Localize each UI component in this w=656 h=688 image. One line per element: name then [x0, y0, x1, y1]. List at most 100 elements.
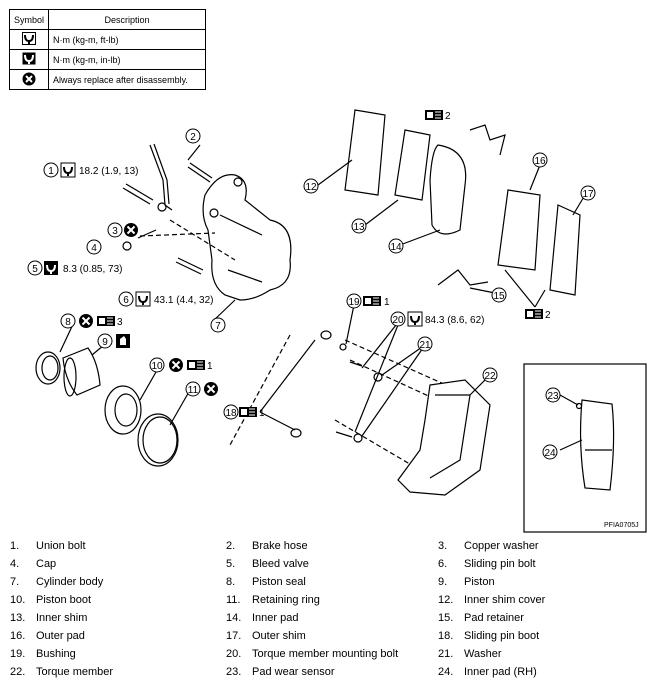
- legend-part-name: Bleed valve: [252, 558, 309, 570]
- legend-number: 5.: [226, 558, 236, 570]
- legend-number: 24.: [438, 666, 454, 678]
- callout-18: 18: [223, 404, 239, 420]
- legend-item: 10.Piston boot: [10, 594, 91, 606]
- legend-item: 6.Sliding pin bolt: [438, 558, 536, 570]
- legend-number: 1.: [10, 540, 20, 552]
- reference-code: PFIA0705J: [604, 522, 639, 529]
- svg-text:16: 16: [534, 156, 546, 167]
- inner-pad: [429, 144, 467, 235]
- legend-number: 17.: [226, 630, 242, 642]
- legend-number: 12.: [438, 594, 454, 606]
- grease-count-18: 1: [259, 408, 265, 419]
- legend-part-name: Inner shim cover: [464, 594, 546, 606]
- callout-8: 8: [60, 313, 76, 329]
- svg-text:12: 12: [305, 182, 317, 193]
- svg-text:22: 22: [484, 371, 496, 382]
- symbol-row: Always replace after disassembly.: [8, 69, 206, 90]
- legend-part-name: Sliding pin boot: [464, 630, 540, 642]
- svg-text:6: 6: [123, 295, 129, 306]
- svg-text:23: 23: [547, 391, 559, 402]
- callout-1: 1: [43, 162, 59, 178]
- legend-part-name: Outer shim: [252, 630, 306, 642]
- legend-number: 21.: [438, 648, 454, 660]
- legend-part-name: Inner pad (RH): [464, 666, 537, 678]
- callout-5: 5: [27, 260, 43, 276]
- legend-number: 4.: [10, 558, 20, 570]
- symbol-desc: Always replace after disassembly.: [48, 69, 206, 90]
- callout-21: 21: [417, 336, 433, 352]
- callout-4: 4: [86, 239, 102, 255]
- legend-item: 8.Piston seal: [226, 576, 306, 588]
- legend-number: 2.: [226, 540, 236, 552]
- legend-item: 19. Bushing: [10, 648, 76, 660]
- legend-number: 3.: [438, 540, 448, 552]
- callout-17: 17: [580, 185, 596, 201]
- callout-2: 2: [185, 128, 201, 144]
- legend-item: 1. Union bolt: [10, 540, 86, 552]
- legend-number: 14.: [226, 612, 242, 624]
- callout-14: 14: [388, 238, 404, 254]
- svg-text:7: 7: [215, 321, 221, 332]
- legend-part-name: Torque member mounting bolt: [252, 648, 399, 660]
- callout-11: 11: [185, 381, 201, 397]
- svg-text:10: 10: [151, 361, 163, 372]
- grease-count-15: 2: [445, 111, 451, 122]
- legend-part-name: Piston: [464, 576, 495, 588]
- callout-15: 15: [491, 287, 507, 303]
- torque-6: 43.1 (4.4, 32): [154, 295, 213, 306]
- legend-number: 19.: [10, 648, 26, 660]
- legend-item: 3. Copper washer: [438, 540, 539, 552]
- callout-20: 20: [390, 311, 406, 327]
- svg-text:19: 19: [348, 297, 360, 308]
- callout-3: 3: [107, 222, 123, 238]
- torque-member: [397, 379, 491, 496]
- brake-caliper-diagram: [35, 109, 647, 533]
- legend-item: 11.Retaining ring: [226, 594, 320, 606]
- legend-number: 23.: [226, 666, 242, 678]
- piston-boot: [104, 385, 142, 435]
- torque-1: 18.2 (1.9, 13): [79, 166, 138, 177]
- symbol-table: Symbol Description N·m (kg-m, ft-lb) N·m…: [8, 9, 206, 90]
- legend-number: 16.: [10, 630, 26, 642]
- legend-item: 23. Pad wear sensor: [226, 666, 335, 678]
- svg-text:17: 17: [582, 189, 594, 200]
- legend-number: 13.: [10, 612, 26, 624]
- legend-number: 11.: [226, 594, 241, 606]
- inset-box: [523, 363, 647, 533]
- legend-part-name: Union bolt: [36, 540, 86, 552]
- svg-text:15: 15: [493, 291, 505, 302]
- torque-5: 8.3 (0.85, 73): [63, 264, 122, 275]
- callout-12: 12: [303, 178, 319, 194]
- svg-text:13: 13: [353, 222, 365, 233]
- legend-number: 8.: [226, 576, 236, 588]
- brake-hose: [149, 144, 173, 211]
- svg-text:9: 9: [102, 337, 108, 348]
- piston-seal: [35, 351, 61, 385]
- always-replace-icon: [8, 69, 50, 90]
- legend-number: 20.: [226, 648, 242, 660]
- torque-20: 84.3 (8.6, 62): [425, 315, 484, 326]
- inner-shim: [394, 129, 431, 201]
- legend-item: 4. Cap: [10, 558, 56, 570]
- callout-23: 23: [545, 387, 561, 403]
- legend-item: 2. Brake hose: [226, 540, 308, 552]
- legend-part-name: Cap: [36, 558, 57, 570]
- callout-16: 16: [532, 152, 548, 168]
- legend-part-name: Pad wear sensor: [252, 666, 335, 678]
- legend-part-name: Cylinder body: [36, 576, 104, 588]
- legend-part-name: Bushing: [36, 648, 76, 660]
- legend-item: 15.Pad retainer: [438, 612, 524, 624]
- legend-number: 18.: [438, 630, 454, 642]
- legend-part-name: Brake hose: [252, 540, 308, 552]
- legend-number: 9.: [438, 576, 448, 588]
- legend-part-name: Inner pad: [252, 612, 299, 624]
- legend-part-name: Copper washer: [464, 540, 539, 552]
- outer-pad: [497, 189, 541, 271]
- torque-wrench-icon: [8, 29, 50, 50]
- legend-part-name: Sliding pin bolt: [464, 558, 536, 570]
- legend-item: 5. Bleed valve: [226, 558, 309, 570]
- callout-19: 19: [346, 293, 362, 309]
- legend-item: 21.Washer: [438, 648, 502, 660]
- fluid-icon: [116, 334, 130, 348]
- inner-pad-rh: [579, 399, 615, 491]
